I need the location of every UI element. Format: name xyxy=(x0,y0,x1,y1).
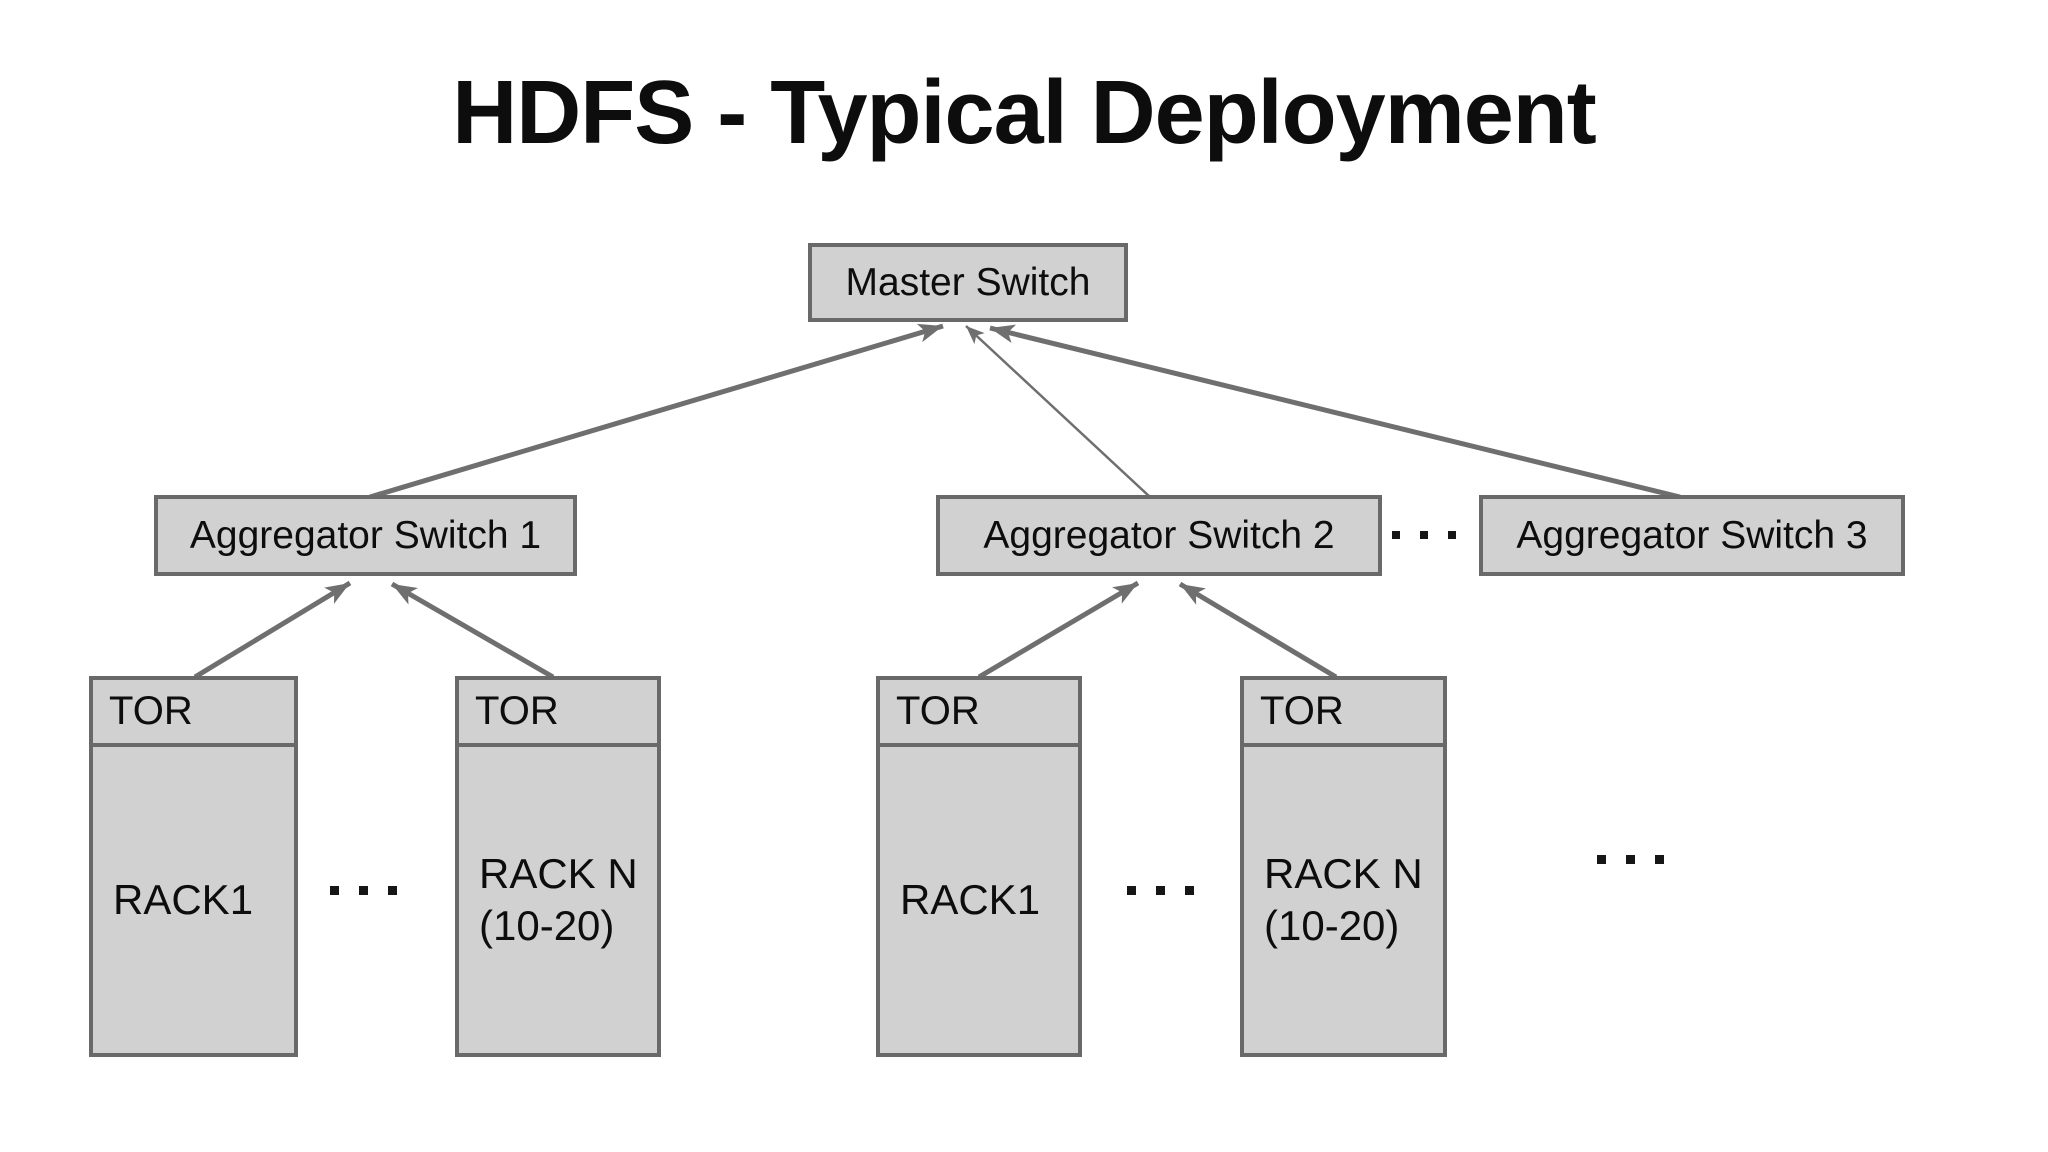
node-rackN-group1: TOR RACK N (10-20) xyxy=(455,676,661,1057)
node-aggregator-switch-3: Aggregator Switch 3 xyxy=(1479,495,1905,576)
node-rackN-group2: TOR RACK N (10-20) xyxy=(1240,676,1447,1057)
diagram-title: HDFS - Typical Deployment xyxy=(452,63,1597,163)
edge-rackNb-to-agg2 xyxy=(1178,581,1338,680)
rack-label: RACK N (10-20) xyxy=(479,849,638,950)
ellipsis-aggregator-switches xyxy=(1392,531,1456,539)
rack-body: RACK1 xyxy=(880,747,1078,1053)
rack-body: RACK N (10-20) xyxy=(459,747,657,1053)
rack-body: RACK N (10-20) xyxy=(1244,747,1443,1053)
tor-label: TOR xyxy=(475,689,559,733)
tor-header: TOR xyxy=(880,680,1078,747)
master-switch-label: Master Switch xyxy=(845,260,1091,304)
node-aggregator-switch-1: Aggregator Switch 1 xyxy=(154,495,577,576)
edge-agg2-to-master xyxy=(965,325,1151,498)
aggregator-switch-2-label: Aggregator Switch 2 xyxy=(983,513,1335,557)
rack-body: RACK1 xyxy=(93,747,294,1053)
tor-label: TOR xyxy=(896,689,980,733)
ellipsis-racks-group2 xyxy=(1127,886,1194,895)
tor-label: TOR xyxy=(109,689,193,733)
rack-label: RACK N (10-20) xyxy=(1264,849,1423,950)
node-aggregator-switch-2: Aggregator Switch 2 xyxy=(936,495,1382,576)
ellipsis-racks-group3 xyxy=(1597,855,1664,864)
node-master-switch: Master Switch xyxy=(808,243,1128,322)
edge-rack1b-to-agg2 xyxy=(977,580,1140,680)
tor-header: TOR xyxy=(1244,680,1443,747)
node-rack1-group1: TOR RACK1 xyxy=(89,676,298,1057)
edge-agg1-to-master xyxy=(369,323,944,500)
aggregator-switch-1-label: Aggregator Switch 1 xyxy=(189,513,542,557)
rack-label: RACK1 xyxy=(113,875,254,923)
tor-label: TOR xyxy=(1260,689,1344,733)
aggregator-switch-3-label: Aggregator Switch 3 xyxy=(1516,513,1868,557)
tor-header: TOR xyxy=(93,680,294,747)
ellipsis-racks-group1 xyxy=(330,886,397,895)
edge-rack1a-to-agg1 xyxy=(193,580,352,680)
edge-agg3-to-master xyxy=(989,324,1681,500)
tor-header: TOR xyxy=(459,680,657,747)
edge-rackNa-to-agg1 xyxy=(390,581,555,680)
node-rack1-group2: TOR RACK1 xyxy=(876,676,1082,1057)
rack-label: RACK1 xyxy=(900,875,1041,923)
